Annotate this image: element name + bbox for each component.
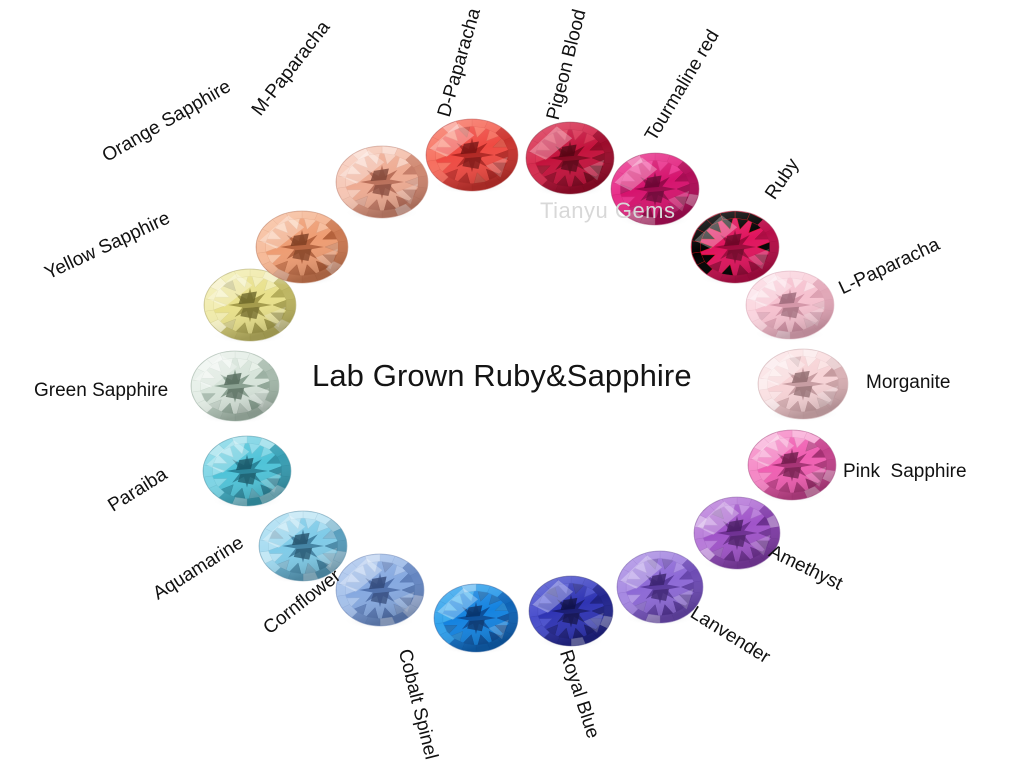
gem-label-lanvender: Lanvender (686, 602, 774, 668)
gem-d-paparacha (420, 113, 524, 197)
gem-pink-sapphire (742, 424, 842, 506)
gem-label-cobalt-spinel: Cobalt Spinel (393, 646, 442, 762)
gem-label-pink-sapphire: Pink Sapphire (843, 461, 967, 482)
watermark-text: Tianyu Gems (540, 198, 676, 223)
gem-orange-sapphire (250, 205, 354, 289)
gem-label-royal-blue: Royal Blue (555, 647, 604, 742)
gem-ruby (685, 205, 785, 289)
gem-label-d-paparacha: D-Paparacha (433, 5, 485, 120)
gem-l-paparacha (740, 265, 840, 345)
gem-pigeon-blood (520, 116, 620, 200)
gem-label-paraiba: Paraiba (104, 463, 172, 517)
gem-yellow-sapphire (198, 263, 302, 347)
gem-tourmaline-red (605, 147, 705, 231)
gem-label-m-paparacha: M-Paparacha (247, 17, 335, 120)
gem-cornflower (330, 548, 430, 632)
gem-label-yellow-sapphire: Yellow Sapphire (41, 207, 174, 285)
gem-label-pigeon-blood: Pigeon Blood (542, 7, 591, 123)
page-title: Lab Grown Ruby&Sapphire (312, 358, 692, 393)
gem-label-l-paparacha: L-Paparacha (835, 234, 944, 300)
gem-paraiba (197, 430, 297, 512)
gem-aquamarine (253, 505, 353, 587)
gem-green-sapphire (185, 345, 285, 427)
gem-cobalt-spinel (428, 578, 524, 658)
gem-m-paparacha (330, 140, 434, 224)
gem-morganite (752, 343, 854, 425)
gem-label-tourmaline-red: Tourmaline red (640, 26, 724, 145)
gem-lanvender (611, 545, 709, 629)
gem-royal-blue (523, 570, 619, 652)
gem-label-green-sapphire: Green Sapphire (34, 380, 169, 401)
gem-label-aquamarine: Aquamarine (149, 532, 248, 605)
gem-label-ruby: Ruby (761, 154, 804, 204)
gem-label-morganite: Morganite (866, 372, 951, 393)
gem-label-orange-sapphire: Orange Sapphire (98, 76, 235, 167)
gem-amethyst (688, 491, 786, 575)
